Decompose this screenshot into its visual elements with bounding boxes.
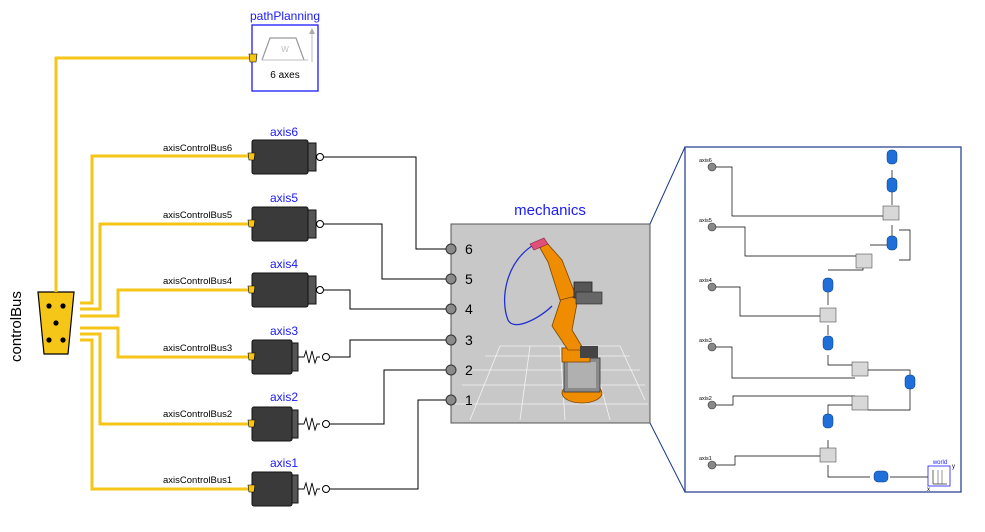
- wire-axis5: [324, 223, 446, 280]
- axis5-bus-port-icon: [247, 219, 256, 228]
- axis5-title: axis5: [270, 191, 298, 205]
- world-block: world y x: [927, 460, 955, 493]
- axis1-bus-label: axisControlBus1: [163, 475, 232, 486]
- detail-axis4-label: axis4: [699, 278, 712, 284]
- control-bus-label: controlBus: [8, 291, 25, 362]
- mechanics-detail-panel: axis6 axis5 axis4 axis3 axis2 axis1: [684, 146, 962, 493]
- detail-axis-labels: axis6 axis5 axis4 axis3 axis2 axis1: [699, 158, 712, 462]
- axis4-bus-port-icon: [247, 285, 256, 294]
- axis5-bus-label: axisControlBus5: [163, 210, 232, 221]
- bus-wire-axis2: [80, 332, 250, 426]
- mechanics-port-labels: 6 5 4 3 2 1: [465, 241, 473, 408]
- detail-axis1-label: axis1: [699, 456, 712, 462]
- path-planning-title: pathPlanning: [250, 9, 320, 23]
- path-planning-caption: 6 axes: [270, 70, 299, 81]
- bus-wire-axis3: [80, 326, 250, 359]
- axis2-block[interactable]: axis2: [247, 390, 330, 442]
- world-x-label: x: [927, 487, 930, 493]
- axis2-bus-port-icon: [247, 419, 256, 428]
- detail-axis3-label: axis3: [699, 338, 712, 344]
- port-5-label: 5: [465, 271, 473, 287]
- detail-axis5-label: axis5: [699, 218, 712, 224]
- wire-axis2: [330, 369, 446, 425]
- zoom-lines: [649, 146, 686, 493]
- wire-axis4: [324, 289, 446, 310]
- axis3-title: axis3: [270, 324, 298, 338]
- floor-grid: [455, 345, 648, 421]
- path-planning-block[interactable]: pathPlanning W 6 axes: [248, 9, 320, 92]
- axis4-bus-label: axisControlBus4: [163, 276, 232, 287]
- bus-wires[interactable]: [54, 56, 252, 491]
- detail-axis2-label: axis2: [699, 396, 712, 402]
- axis1-title: axis1: [270, 456, 298, 470]
- axis6-block[interactable]: axis6: [247, 125, 324, 175]
- mechanics-ports[interactable]: [445, 243, 457, 406]
- detail-axis6-label: axis6: [699, 158, 712, 164]
- port-5: [445, 273, 457, 285]
- port-4: [445, 303, 457, 315]
- axis3-bus-port-icon: [247, 352, 256, 361]
- bus-wire-pathplanning: [54, 56, 252, 292]
- axis4-title: axis4: [270, 257, 298, 271]
- wire-axis6: [324, 156, 446, 250]
- mechanics-title: mechanics: [514, 202, 586, 219]
- axis1-gear-spring-icon: [298, 481, 320, 497]
- axis2-gear-spring-icon: [298, 416, 320, 432]
- port-2: [445, 364, 457, 376]
- axis6-bus-label: axisControlBus6: [163, 143, 232, 154]
- path-planning-glyph: W: [281, 45, 289, 54]
- flange-wires[interactable]: [324, 156, 446, 490]
- port-1-label: 1: [465, 392, 473, 408]
- port-3-label: 3: [465, 332, 473, 348]
- port-6: [445, 243, 457, 255]
- detail-bodies: [822, 149, 916, 483]
- pathplanning-bus-port-icon: [248, 53, 258, 63]
- port-3: [445, 334, 457, 346]
- bus-wire-axis4: [80, 288, 250, 318]
- detail-joints: [819, 205, 900, 463]
- wire-axis3: [330, 339, 446, 358]
- robot-trajectory: [503, 243, 553, 326]
- axis6-bus-port-icon: [247, 152, 256, 161]
- axis3-block[interactable]: axis3: [247, 324, 330, 375]
- port-2-label: 2: [465, 362, 473, 378]
- axis3-bus-label: axisControlBus3: [163, 343, 232, 354]
- axis4-block[interactable]: axis4: [247, 257, 324, 308]
- robot-icon: [529, 237, 603, 404]
- wire-axis1: [330, 399, 446, 490]
- mechanics-block[interactable]: mechanics: [445, 202, 651, 424]
- port-1: [445, 394, 457, 406]
- bus-wire-axis5: [80, 222, 250, 311]
- axis3-gear-spring-icon: [298, 349, 320, 365]
- control-bus[interactable]: [37, 291, 75, 355]
- world-y-label: y: [952, 464, 955, 470]
- port-6-label: 6: [465, 241, 473, 257]
- bus-wire-axis1: [80, 338, 250, 491]
- axis1-block[interactable]: axis1: [247, 456, 330, 507]
- axis2-bus-label: axisControlBus2: [163, 409, 232, 420]
- bus-wire-axis6: [80, 154, 250, 305]
- world-label: world: [932, 460, 947, 466]
- port-4-label: 4: [465, 301, 473, 317]
- axis5-block[interactable]: axis5: [247, 191, 324, 242]
- axis1-bus-port-icon: [247, 484, 256, 493]
- axis6-title: axis6: [270, 125, 298, 139]
- axis2-title: axis2: [270, 390, 298, 404]
- axis-bus-labels: axisControlBus6 axisControlBus5 axisCont…: [163, 143, 232, 486]
